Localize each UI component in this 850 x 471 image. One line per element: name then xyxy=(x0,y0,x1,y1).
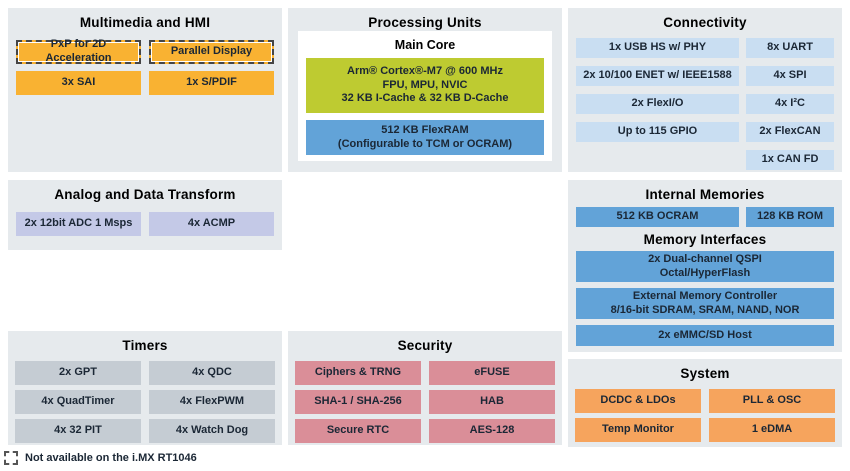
connectivity-grid: 1x USB HS w/ PHY 2x 10/100 ENET w/ IEEE1… xyxy=(568,30,842,170)
block-canfd: 1x CAN FD xyxy=(746,150,834,170)
section-system: System DCDC & LDOs PLL & OSC Temp Monito… xyxy=(568,359,842,447)
block-adc: 2x 12bit ADC 1 Msps xyxy=(16,212,141,236)
block-spdif: 1x S/PDIF xyxy=(149,71,274,95)
timers-title: Timers xyxy=(122,338,168,353)
block-hab: HAB xyxy=(429,390,555,414)
section-multimedia-hmi: Multimedia and HMI PxP for 2D Accelerati… xyxy=(8,8,282,172)
core-line-3: 32 KB I-Cache & 32 KB D-Cache xyxy=(341,92,509,105)
block-enet: 2x 10/100 ENET w/ IEEE1588 xyxy=(576,66,739,86)
security-grid: Ciphers & TRNG eFUSE SHA-1 / SHA-256 HAB… xyxy=(288,353,562,443)
block-sai: 3x SAI xyxy=(16,71,141,95)
block-external-memory-controller: External Memory Controller 8/16-bit SDRA… xyxy=(576,288,834,319)
system-title: System xyxy=(680,366,730,381)
block-flexpwm: 4x FlexPWM xyxy=(149,390,275,414)
block-rom: 128 KB ROM xyxy=(746,207,834,227)
block-aes: AES-128 xyxy=(429,419,555,443)
main-core-title: Main Core xyxy=(394,38,456,52)
qspi-line-2: Octal/HyperFlash xyxy=(659,266,751,279)
block-flexram: 512 KB FlexRAM (Configurable to TCM or O… xyxy=(306,120,544,155)
block-dcdc-ldos: DCDC & LDOs xyxy=(575,389,701,413)
block-ciphers-trng: Ciphers & TRNG xyxy=(295,361,421,385)
block-pit: 4x 32 PIT xyxy=(15,419,141,443)
internal-memories-title: Internal Memories xyxy=(645,187,765,202)
block-edma: 1 eDMA xyxy=(709,418,835,442)
security-title: Security xyxy=(397,338,453,353)
block-secure-rtc: Secure RTC xyxy=(295,419,421,443)
qspi-line-1: 2x Dual-channel QSPI xyxy=(648,252,762,265)
timers-grid: 2x GPT 4x QDC 4x QuadTimer 4x FlexPWM 4x… xyxy=(8,353,282,443)
block-uart: 8x UART xyxy=(746,38,834,58)
memory-interfaces-title: Memory Interfaces xyxy=(643,232,767,247)
block-acmp: 4x ACMP xyxy=(149,212,274,236)
block-usb: 1x USB HS w/ PHY xyxy=(576,38,739,58)
section-processing-units: Processing Units Main Core Arm® Cortex®-… xyxy=(288,8,562,172)
multimedia-title: Multimedia and HMI xyxy=(79,15,211,30)
connectivity-title: Connectivity xyxy=(663,15,747,30)
block-gpt: 2x GPT xyxy=(15,361,141,385)
block-i2c: 4x I²C xyxy=(746,94,834,114)
emc-line-2: 8/16-bit SDRAM, SRAM, NAND, NOR xyxy=(610,303,800,316)
block-qspi: 2x Dual-channel QSPI Octal/HyperFlash xyxy=(576,251,834,282)
block-ocram: 512 KB OCRAM xyxy=(576,207,739,227)
core-line-1: Arm® Cortex®-M7 @ 600 MHz xyxy=(347,64,503,77)
multimedia-grid: PxP for 2D Acceleration Parallel Display… xyxy=(8,30,282,95)
section-security: Security Ciphers & TRNG eFUSE SHA-1 / SH… xyxy=(288,331,562,445)
section-timers: Timers 2x GPT 4x QDC 4x QuadTimer 4x Fle… xyxy=(8,331,282,445)
block-efuse: eFUSE xyxy=(429,361,555,385)
emc-line-1: External Memory Controller xyxy=(632,289,778,302)
section-connectivity: Connectivity 1x USB HS w/ PHY 2x 10/100 … xyxy=(568,8,842,172)
block-gpio: Up to 115 GPIO xyxy=(576,122,739,142)
block-pll-osc: PLL & OSC xyxy=(709,389,835,413)
dashed-box-icon xyxy=(4,451,18,465)
block-pxp-2d-acceleration: PxP for 2D Acceleration xyxy=(16,38,141,64)
block-sha: SHA-1 / SHA-256 xyxy=(295,390,421,414)
block-flexio: 2x FlexI/O xyxy=(576,94,739,114)
memory-interfaces-stack: 2x Dual-channel QSPI Octal/HyperFlash Ex… xyxy=(568,247,842,346)
legend-text: Not available on the i.MX RT1046 xyxy=(25,452,197,464)
section-memories: Internal Memories 512 KB OCRAM 128 KB RO… xyxy=(568,180,842,352)
block-cortex-m7-core: Arm® Cortex®-M7 @ 600 MHz FPU, MPU, NVIC… xyxy=(306,58,544,113)
block-quadtimer: 4x QuadTimer xyxy=(15,390,141,414)
flexram-line-2: (Configurable to TCM or OCRAM) xyxy=(337,137,513,150)
core-line-2: FPU, MPU, NVIC xyxy=(382,78,468,91)
block-spi: 4x SPI xyxy=(746,66,834,86)
legend: Not available on the i.MX RT1046 xyxy=(4,451,197,465)
block-temp-monitor: Temp Monitor xyxy=(575,418,701,442)
block-watchdog: 4x Watch Dog xyxy=(149,419,275,443)
system-grid: DCDC & LDOs PLL & OSC Temp Monitor 1 eDM… xyxy=(568,381,842,442)
block-qdc: 4x QDC xyxy=(149,361,275,385)
block-flexcan: 2x FlexCAN xyxy=(746,122,834,142)
flexram-line-1: 512 KB FlexRAM xyxy=(381,123,469,136)
processing-title: Processing Units xyxy=(368,15,482,30)
section-analog: Analog and Data Transform 2x 12bit ADC 1… xyxy=(8,180,282,250)
block-emmc-sd-host: 2x eMMC/SD Host xyxy=(576,325,834,346)
analog-title: Analog and Data Transform xyxy=(54,187,236,202)
block-parallel-display: Parallel Display xyxy=(149,40,274,64)
analog-grid: 2x 12bit ADC 1 Msps 4x ACMP xyxy=(8,202,282,236)
internal-memories-grid: 512 KB OCRAM 128 KB ROM xyxy=(568,202,842,227)
main-core-panel: Main Core Arm® Cortex®-M7 @ 600 MHz FPU,… xyxy=(298,31,552,161)
